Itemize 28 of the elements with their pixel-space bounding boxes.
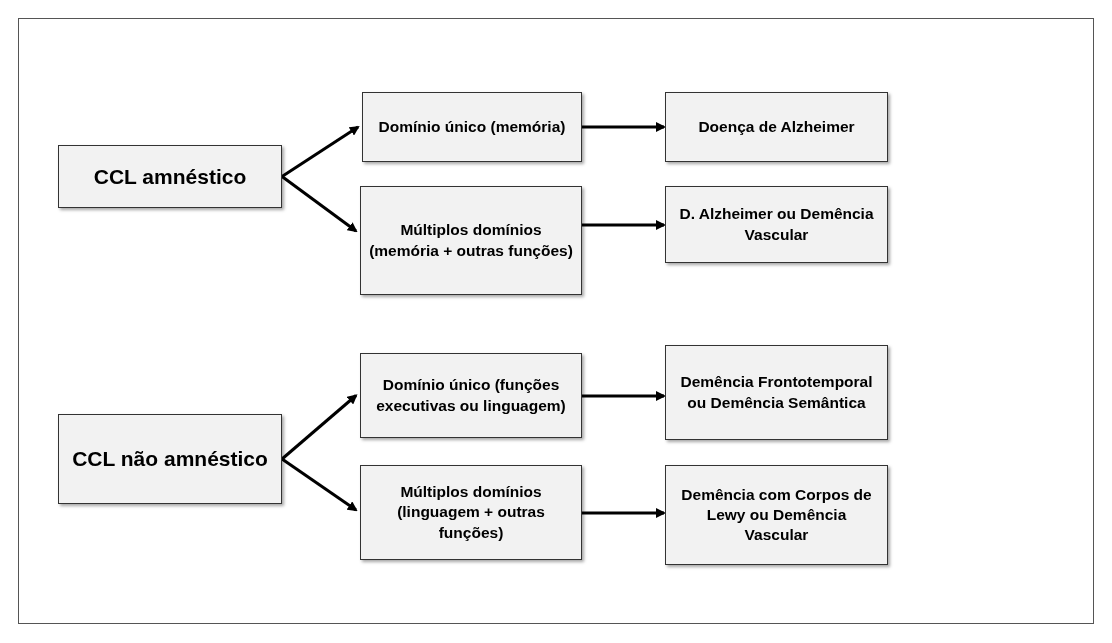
- box-label: Domínio único (funções executivas ou linguagem): [375, 375, 567, 416]
- process-box: [665, 92, 888, 162]
- arrow: [582, 122, 666, 132]
- arrow: [582, 220, 666, 230]
- arrow: [582, 391, 666, 401]
- process-box: [360, 353, 582, 438]
- process-box: [362, 92, 582, 162]
- box-label: Demência Frontotemporal ou Demência Semântica: [679, 372, 874, 413]
- box-label: Domínio único (memória): [378, 116, 566, 137]
- arrow: [281, 125, 360, 178]
- box-label: D. Alzheimer ou Demência Vascular: [678, 204, 875, 245]
- box-label: Múltiplos domínios (memória + outras funções): [369, 220, 573, 261]
- process-box: [360, 465, 582, 560]
- process-box: [360, 186, 582, 295]
- process-box: [665, 465, 888, 565]
- process-box: [665, 186, 888, 263]
- box-label: CCL não amnéstico: [72, 446, 268, 473]
- arrow: [281, 394, 358, 461]
- box-label: Doença de Alzheimer: [698, 116, 855, 137]
- box-label: CCL amnéstico: [93, 163, 247, 190]
- arrow: [281, 175, 358, 233]
- box-label: Múltiplos domínios (linguagem + outras funções): [396, 482, 546, 543]
- process-box: [665, 345, 888, 440]
- process-box: [58, 414, 282, 504]
- arrow: [582, 508, 666, 518]
- process-box: [58, 145, 282, 208]
- box-label: Demência com Corpos de Lewy ou Demência Vascular: [680, 484, 873, 546]
- arrow: [281, 457, 358, 512]
